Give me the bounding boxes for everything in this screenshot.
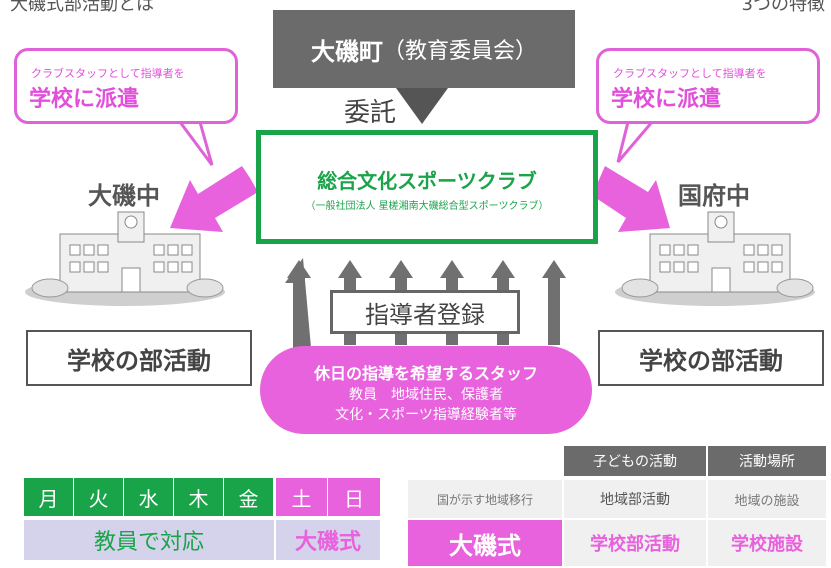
right-school-illustration bbox=[615, 211, 815, 306]
down-arrow bbox=[396, 88, 448, 124]
top-right-heading: 3つの特徴 bbox=[741, 0, 825, 15]
col-header-place: 活動場所 bbox=[708, 446, 826, 476]
row1-place: 地域の施設 bbox=[708, 480, 826, 518]
row2-activity: 学校部活動 bbox=[564, 520, 706, 566]
club-box: 総合文化スポーツクラブ （一般社団法人 星槎湘南大磯総合型スポーツクラブ） bbox=[256, 130, 598, 244]
entrust-label: 委託 bbox=[344, 98, 397, 128]
board-town: 大磯町 bbox=[310, 37, 383, 66]
up-arrow-6 bbox=[542, 260, 566, 345]
row1-activity: 地域部活動 bbox=[564, 480, 706, 518]
week-table: 月 火 水 木 金 土 日 教員で対応 大磯式 bbox=[24, 478, 380, 562]
up-arrow-1 bbox=[287, 260, 311, 345]
weekday-label: 教員で対応 bbox=[24, 520, 274, 560]
left-school-name: 大磯中 bbox=[88, 182, 160, 210]
left-school-illustration bbox=[25, 211, 225, 306]
day-sun: 日 bbox=[328, 478, 380, 516]
day-mon: 月 bbox=[24, 478, 74, 516]
top-left-heading: 大磯式部活動とは bbox=[10, 0, 154, 15]
register-box: 指導者登録 bbox=[330, 290, 520, 334]
arrow-to-left-school bbox=[170, 166, 258, 232]
staff-box: 休日の指導を希望するスタッフ 教員 地域住民、保護者 文化・スポーツ指導経験者等 bbox=[260, 346, 592, 434]
day-fri: 金 bbox=[224, 478, 274, 516]
weekend-label: 大磯式 bbox=[276, 520, 380, 560]
col-header-activity: 子どもの活動 bbox=[564, 446, 706, 476]
comparison-table: 子どもの活動 活動場所 国が示す地域移行 地域部活動 地域の施設 大磯式 学校部… bbox=[408, 446, 828, 566]
left-speech-bubble: クラブスタッフとして指導者を 学校に派遣 bbox=[14, 48, 238, 124]
right-speech-bubble: クラブスタッフとして指導者を 学校に派遣 bbox=[596, 48, 820, 124]
left-bubble-big: 学校に派遣 bbox=[29, 87, 140, 112]
club-name: 総合文化スポーツクラブ bbox=[317, 169, 537, 193]
row2-label: 大磯式 bbox=[408, 520, 562, 566]
staff-line2: 文化・スポーツ指導経験者等 bbox=[335, 407, 517, 423]
day-thu: 木 bbox=[174, 478, 224, 516]
board-dept: （教育委員会） bbox=[382, 39, 537, 64]
right-school-activity: 学校の部活動 bbox=[598, 330, 824, 386]
education-board-box: 大磯町 （教育委員会） bbox=[273, 10, 575, 88]
right-bubble-small: クラブスタッフとして指導者を bbox=[613, 67, 767, 80]
row2-place: 学校施設 bbox=[708, 520, 826, 566]
left-school-activity: 学校の部活動 bbox=[26, 330, 252, 386]
left-bubble-small: クラブスタッフとして指導者を bbox=[31, 67, 185, 80]
row1-label: 国が示す地域移行 bbox=[408, 480, 562, 518]
staff-line1: 教員 地域住民、保護者 bbox=[349, 387, 503, 403]
day-tue: 火 bbox=[74, 478, 124, 516]
club-sub: （一般社団法人 星槎湘南大磯総合型スポーツクラブ） bbox=[305, 201, 549, 212]
right-bubble-big: 学校に派遣 bbox=[611, 87, 722, 112]
staff-title: 休日の指導を希望するスタッフ bbox=[313, 364, 538, 383]
arrow-to-right-school bbox=[590, 166, 670, 232]
day-wed: 水 bbox=[124, 478, 174, 516]
day-sat: 土 bbox=[276, 478, 328, 516]
right-school-name: 国府中 bbox=[678, 182, 750, 210]
